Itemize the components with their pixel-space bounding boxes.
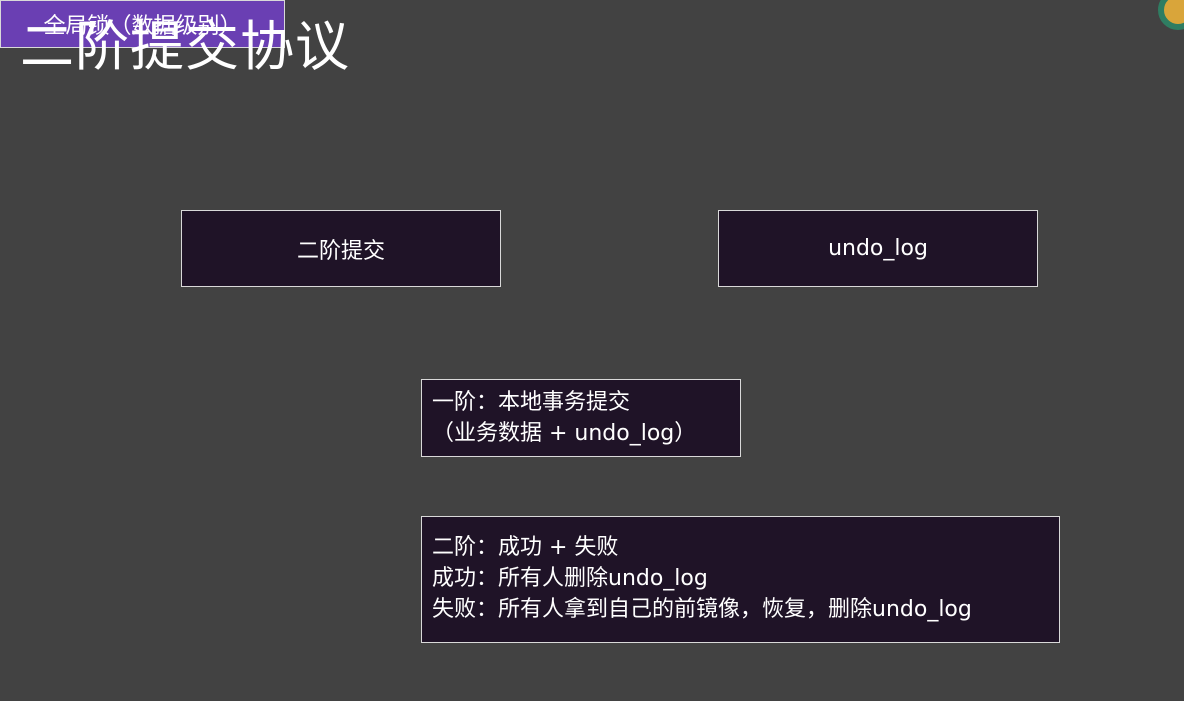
undo-log-label: undo_log	[828, 236, 928, 261]
slide-title: 二阶提交协议	[20, 15, 350, 78]
two-phase-commit-label: 二阶提交	[296, 238, 385, 264]
global-lock-box: 全局锁（数据级别）	[0, 0, 285, 48]
phase-one-line-2: （业务数据 + undo_log）	[432, 421, 697, 446]
phase-one-line-1: 一阶：本地事务提交	[432, 390, 631, 415]
global-lock-label: 全局锁（数据级别）	[43, 14, 242, 39]
corner-badge-icon	[1158, 0, 1184, 30]
phase-two-line-1: 二阶：成功 + 失败	[432, 535, 619, 560]
phase-one-box: 一阶：本地事务提交 （业务数据 + undo_log）	[421, 379, 741, 457]
phase-two-box: 二阶：成功 + 失败 成功：所有人删除undo_log 失败：所有人拿到自己的前…	[421, 516, 1060, 643]
undo-log-box: undo_log	[718, 210, 1038, 287]
phase-two-line-3: 失败：所有人拿到自己的前镜像，恢复，删除undo_log	[432, 597, 972, 622]
phase-two-line-2: 成功：所有人删除undo_log	[432, 566, 708, 591]
two-phase-commit-box: 二阶提交	[181, 210, 501, 287]
